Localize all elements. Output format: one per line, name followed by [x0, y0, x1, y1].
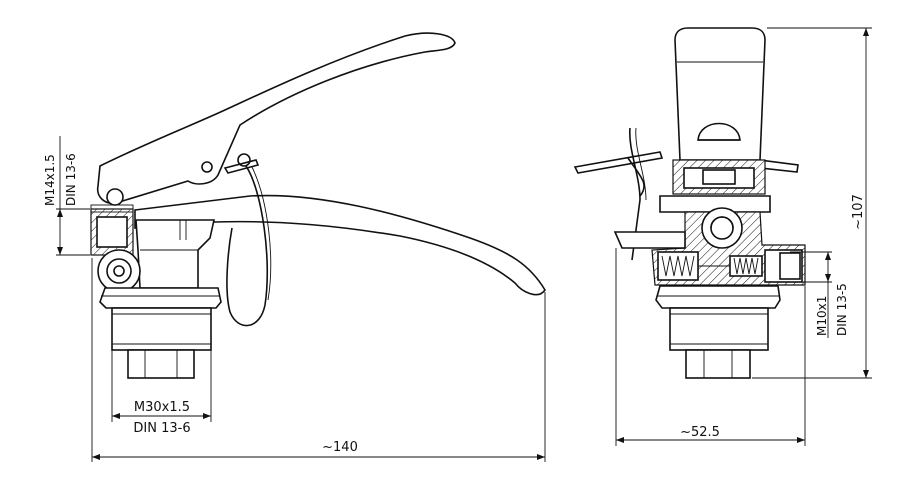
- outlet-thread-label: M14x1.5: [43, 154, 57, 206]
- lower-lever: [134, 194, 546, 296]
- side-view: M10x1 DIN 13-5 ~107 ~52.5: [573, 27, 872, 446]
- lever-window: [697, 122, 741, 141]
- overall-length-label: ~140: [322, 440, 358, 455]
- spring-left: [661, 255, 695, 277]
- base-standard-label: DIN 13-6: [133, 421, 190, 436]
- seal-wire: [226, 165, 269, 327]
- safety-pin-side: [573, 151, 664, 174]
- side-width-label: ~52.5: [680, 425, 720, 440]
- siphon-stub: [127, 349, 195, 379]
- base-flange-side: [655, 285, 781, 309]
- gauge-standard-label: DIN 13-5: [835, 283, 849, 336]
- base-thread: [111, 307, 212, 351]
- side-plate: [659, 195, 771, 213]
- upper-lever: [96, 32, 456, 205]
- pin-ring: [237, 153, 251, 167]
- valve-body-front: [135, 219, 215, 289]
- base-thread-label: M30x1.5: [134, 400, 190, 415]
- base-thread-side: [669, 307, 769, 351]
- lever-edge: [674, 27, 766, 161]
- lever-pivot-hole: [201, 161, 213, 173]
- overall-height-label: ~107: [851, 194, 866, 230]
- spring-right: [733, 257, 759, 275]
- front-view: M14x1.5 DIN 13-6 M30x1.5 DIN 13-6 ~140: [43, 32, 546, 462]
- safety-pin: [223, 159, 260, 174]
- lever-hinge: [106, 188, 124, 206]
- outlet-standard-label: DIN 13-6: [64, 153, 78, 206]
- siphon-stub-side: [685, 349, 751, 379]
- gauge-thread-label: M10x1: [815, 296, 829, 336]
- base-flange: [99, 287, 222, 309]
